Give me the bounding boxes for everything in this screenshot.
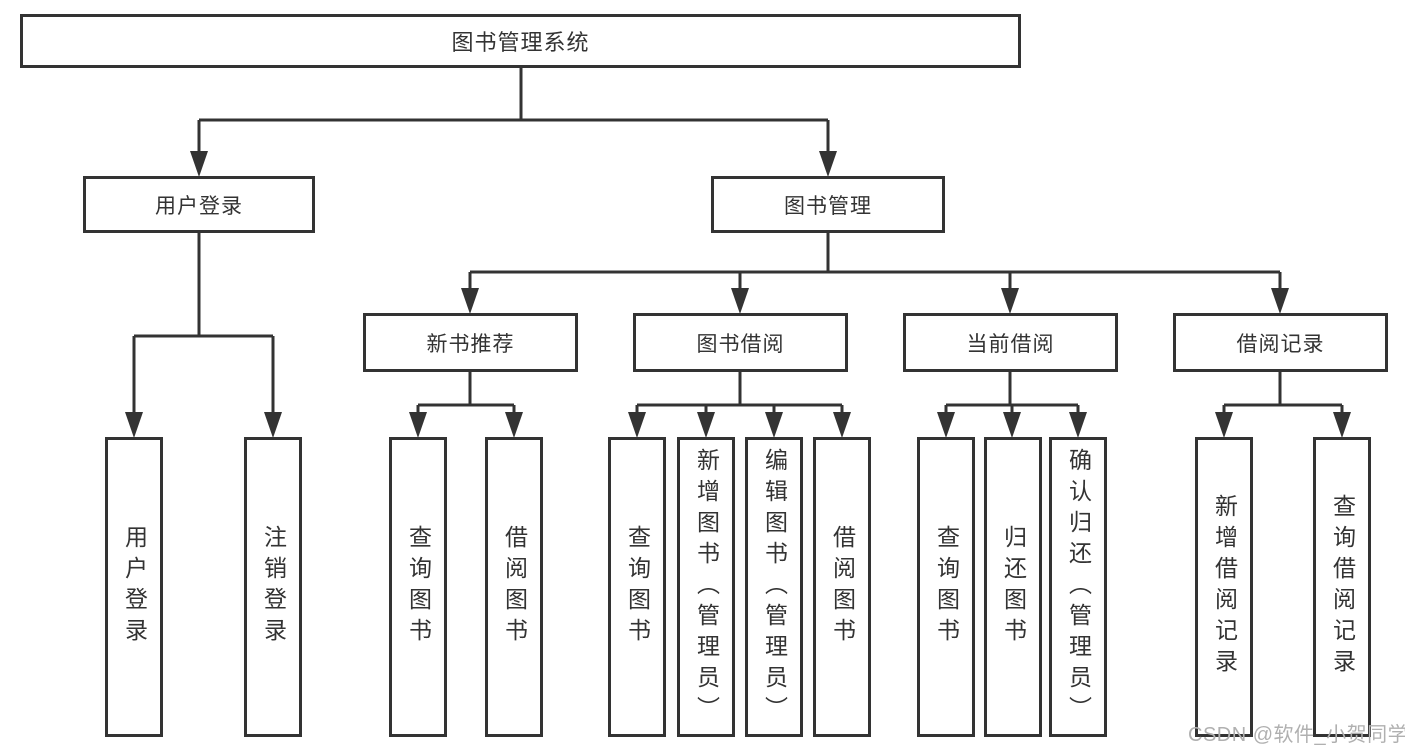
node-label: 查询图书 (933, 525, 960, 649)
leaf-confirm-return-admin: 确认归还（管理员） (1049, 437, 1107, 737)
node-label: 新增借阅记录 (1211, 494, 1238, 680)
connector-line (635, 372, 844, 413)
connector-book-management (468, 233, 1282, 289)
connector-user-login (132, 233, 275, 413)
arrow-down-icon (190, 151, 208, 177)
arrow-down-icon (264, 412, 282, 438)
arrow-down-icon (697, 412, 715, 438)
node-new-book-recommend: 新书推荐 (363, 313, 578, 372)
node-borrowing-records: 借阅记录 (1173, 313, 1388, 372)
leaf-user-login: 用户登录 (105, 437, 163, 737)
node-label: 借阅记录 (1236, 332, 1325, 356)
node-label: 查询借阅记录 (1329, 494, 1356, 680)
node-label: 借阅图书 (829, 525, 856, 649)
connector-new-book-recommend (416, 372, 516, 413)
node-user-login: 用户登录 (83, 176, 315, 233)
connector-root (197, 68, 830, 152)
connector-line (197, 68, 830, 152)
arrow-down-icon (819, 151, 837, 177)
arrow-down-icon (1271, 288, 1289, 314)
node-label: 确认归还（管理员） (1065, 447, 1092, 727)
connector-book-borrowing (635, 372, 844, 413)
arrow-down-icon (461, 288, 479, 314)
node-label: 编辑图书（管理员） (761, 447, 788, 727)
connector-line (468, 233, 1282, 289)
arrow-down-icon (628, 412, 646, 438)
leaf-query-books-current: 查询图书 (917, 437, 975, 737)
leaf-edit-book-admin: 编辑图书（管理员） (745, 437, 803, 737)
connector-current-borrowing (944, 372, 1080, 413)
arrow-down-icon (409, 412, 427, 438)
node-label: 图书借阅 (696, 332, 785, 356)
leaf-query-books-borrowing: 查询图书 (608, 437, 666, 737)
arrow-down-icon (731, 288, 749, 314)
arrow-down-icon (505, 412, 523, 438)
node-label: 用户登录 (155, 194, 243, 218)
node-label: 查询图书 (405, 525, 432, 649)
node-current-borrowing: 当前借阅 (903, 313, 1118, 372)
node-label: 图书管理 (784, 194, 872, 218)
leaf-return-books: 归还图书 (984, 437, 1042, 737)
leaf-borrow-books-recommend: 借阅图书 (485, 437, 543, 737)
connector-line (944, 372, 1080, 413)
leaf-add-book-admin: 新增图书（管理员） (677, 437, 735, 737)
watermark: CSDN @软件_小贺同学 (1188, 724, 1405, 746)
arrow-down-icon (1215, 412, 1233, 438)
leaf-query-borrow-record: 查询借阅记录 (1313, 437, 1371, 737)
arrow-down-icon (937, 412, 955, 438)
node-label: 新书推荐 (426, 332, 515, 356)
connector-line (1222, 372, 1344, 413)
node-label: 归还图书 (1000, 525, 1027, 649)
node-label: 用户登录 (121, 525, 148, 649)
connector-line (132, 233, 275, 413)
connector-borrowing-records (1222, 372, 1344, 413)
node-book-borrowing: 图书借阅 (633, 313, 848, 372)
node-label: 查询图书 (624, 525, 651, 649)
arrow-down-icon (833, 412, 851, 438)
arrow-down-icon (1333, 412, 1351, 438)
leaf-query-books-recommend: 查询图书 (389, 437, 447, 737)
connector-line (416, 372, 516, 413)
node-book-management: 图书管理 (711, 176, 945, 233)
arrow-down-icon (1001, 288, 1019, 314)
leaf-logout: 注销登录 (244, 437, 302, 737)
node-label: 新增图书（管理员） (693, 447, 720, 727)
node-root: 图书管理系统 (20, 14, 1021, 68)
leaf-add-borrow-record: 新增借阅记录 (1195, 437, 1253, 737)
arrow-down-icon (125, 412, 143, 438)
leaf-borrow-books-borrowing: 借阅图书 (813, 437, 871, 737)
node-label: 当前借阅 (966, 332, 1055, 356)
arrow-down-icon (765, 412, 783, 438)
arrow-down-icon (1003, 412, 1021, 438)
node-label: 注销登录 (260, 525, 287, 649)
arrow-down-icon (1069, 412, 1087, 438)
node-label: 图书管理系统 (451, 30, 590, 55)
node-label: 借阅图书 (501, 525, 528, 649)
